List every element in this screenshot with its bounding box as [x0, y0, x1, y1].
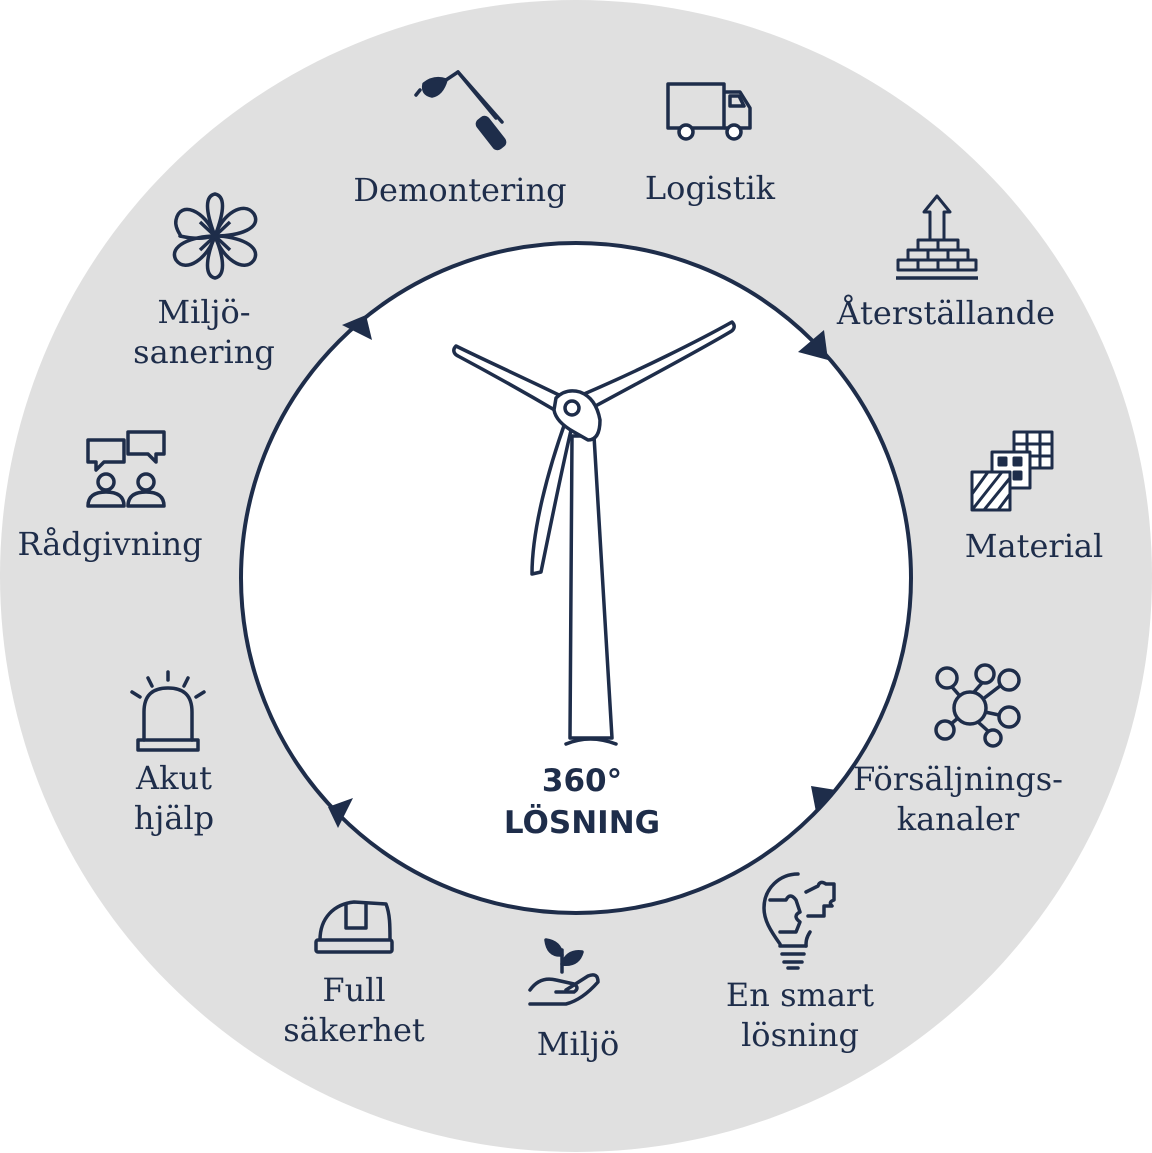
segment-label-forsaljningskanaler: Försäljnings-kanaler: [808, 759, 1108, 839]
sprout-hand-icon: [528, 938, 600, 1006]
brick-stack-arrow-icon: [896, 194, 978, 280]
segment-label-line: Material: [964, 527, 1104, 565]
center-title-line1: 360°: [541, 763, 623, 799]
cycle-arrow-icon: [342, 315, 372, 340]
segment-label-line: Återställande: [836, 294, 1056, 332]
segment-label-line: Full: [322, 971, 386, 1009]
network-nodes-icon: [934, 663, 1021, 748]
segment-label-line: Logistik: [644, 169, 776, 207]
segment-label-line: Akut: [136, 759, 212, 797]
wind-turbine-icon: [452, 320, 736, 746]
hard-hat-icon: [314, 900, 394, 954]
segment-label-radgivning: Rådgivning: [0, 524, 260, 564]
cycle-arrow-icon: [811, 786, 836, 812]
four-leaf-clover-icon: [172, 192, 258, 280]
welding-torch-icon: [414, 70, 507, 151]
segment-label-line: sanering: [133, 333, 275, 371]
alarm-siren-icon: [130, 670, 206, 752]
puzzle-lightbulb-icon: [762, 872, 836, 970]
segment-label-line: Demontering: [353, 171, 567, 209]
center-title-line2: LÖSNING: [503, 805, 661, 841]
segment-label-line: Rådgivning: [17, 525, 203, 563]
material-tiles-icon: [970, 430, 1054, 512]
truck-icon: [666, 82, 752, 141]
segment-label-line: En smart: [725, 976, 875, 1014]
segment-label-logistik: Logistik: [560, 168, 860, 208]
segment-label-line: kanaler: [896, 800, 1020, 838]
segment-label-line: säkerhet: [283, 1011, 425, 1049]
segment-label-line: Försäljnings-: [853, 760, 1063, 798]
segment-label-material: Material: [884, 526, 1152, 566]
segment-label-aterstallande: Återställande: [796, 293, 1096, 333]
cycle-arrow-icon: [798, 330, 828, 360]
consultation-people-icon: [86, 430, 166, 508]
segment-label-line: Miljö: [536, 1025, 620, 1063]
segment-label-line: hjälp: [133, 799, 215, 837]
center-title: 360° LÖSNING: [432, 760, 732, 844]
segment-label-line: Miljö-: [157, 293, 251, 331]
cycle-arrow-icon: [328, 798, 353, 828]
segment-label-demontering: Demontering: [310, 170, 610, 210]
segment-label-miljo: Miljö: [428, 1024, 728, 1064]
segment-label-line: lösning: [741, 1016, 859, 1054]
segment-label-miljosanering: Miljö-sanering: [54, 292, 354, 372]
